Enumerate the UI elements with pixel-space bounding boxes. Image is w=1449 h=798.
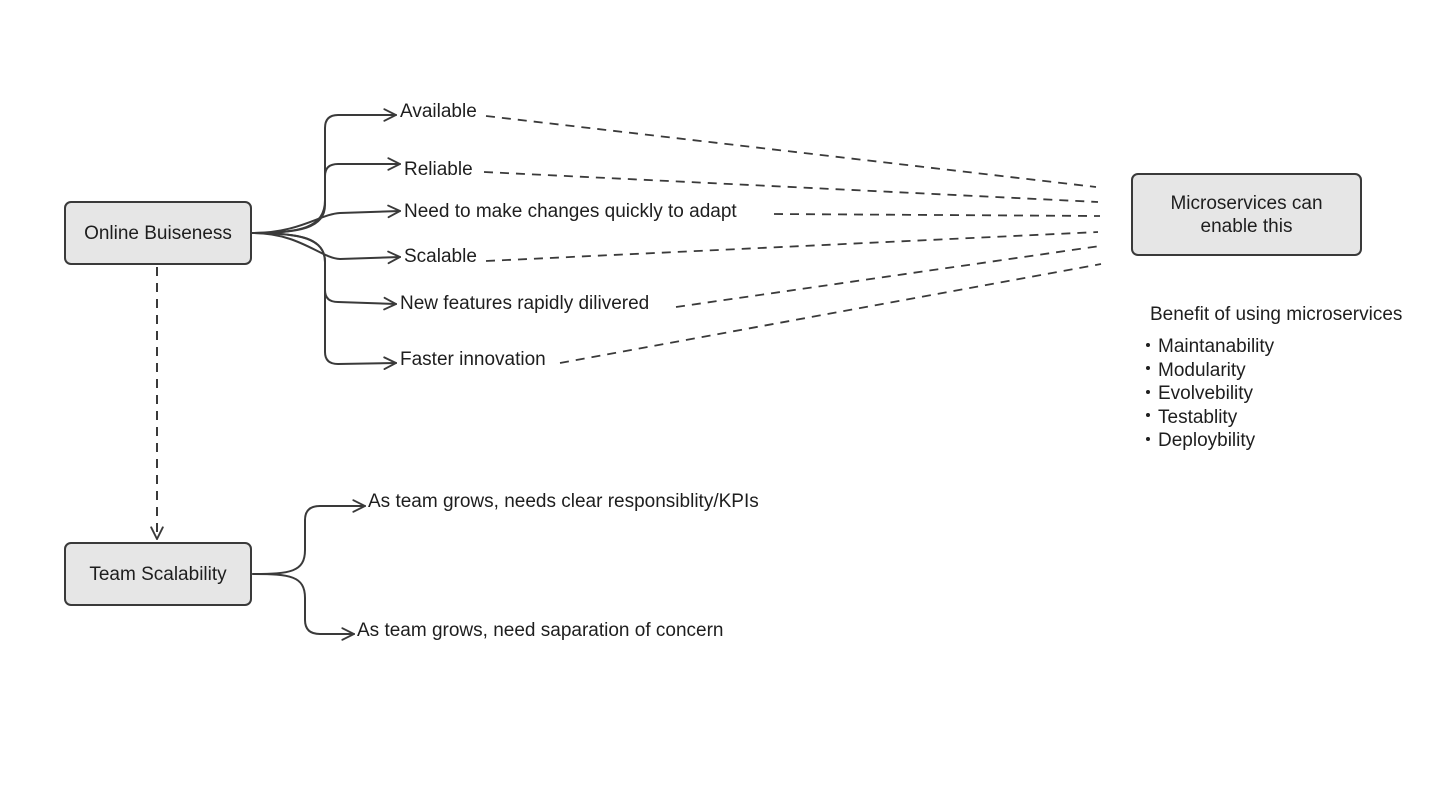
label-faster-innovation: Faster innovation <box>400 349 546 370</box>
node-microservices[interactable]: Microservices can enable this <box>1131 173 1362 256</box>
connector-faster-innovation <box>251 232 396 364</box>
connector-scalable <box>251 232 400 259</box>
bullet-icon <box>1146 366 1150 371</box>
label-new-features: New features rapidly dilivered <box>400 293 650 314</box>
dashed-line-faster-innovation <box>559 263 1102 364</box>
label-reliable: Reliable <box>404 159 473 180</box>
node-team-scalability-label: Team Scalability <box>89 563 227 585</box>
benefits-title: Benefit of using microservices <box>1150 304 1403 325</box>
label-available: Available <box>400 101 477 122</box>
dashed-line-scalable <box>485 231 1099 262</box>
dashed-line-available <box>485 115 1097 188</box>
benefits-list: Benefit of using microservices Maintanab… <box>1146 303 1402 453</box>
connector-team-concern <box>252 573 354 634</box>
benefit-item: Testablity <box>1146 406 1402 430</box>
bullet-icon <box>1146 389 1150 394</box>
dashed-line-reliable <box>483 171 1099 203</box>
label-team-kpis: As team grows, needs clear responsiblity… <box>368 491 759 512</box>
connector-adapt <box>251 211 400 234</box>
node-online-business[interactable]: Online Buiseness <box>64 201 252 265</box>
node-microservices-label: Microservices can enable this <box>1170 192 1323 237</box>
node-online-business-label: Online Buiseness <box>84 222 232 244</box>
connector-reliable <box>251 164 400 234</box>
benefit-item: Maintanability <box>1146 335 1402 359</box>
connector-team-kpis <box>252 506 365 575</box>
bullet-icon <box>1146 342 1150 347</box>
bullet-icon <box>1146 413 1150 418</box>
benefit-item: Modularity <box>1146 359 1402 383</box>
benefit-item: Evolvebility <box>1146 382 1402 406</box>
label-team-concern: As team grows, need saparation of concer… <box>357 620 724 641</box>
label-scalable: Scalable <box>404 246 477 267</box>
node-team-scalability[interactable]: Team Scalability <box>64 542 252 606</box>
dashed-line-adapt <box>773 213 1101 217</box>
dashed-line-new-features <box>675 245 1101 308</box>
connector-available <box>251 115 396 234</box>
bullet-icon <box>1146 436 1150 441</box>
benefit-item: Deploybility <box>1146 429 1402 453</box>
label-adapt: Need to make changes quickly to adapt <box>404 201 737 222</box>
